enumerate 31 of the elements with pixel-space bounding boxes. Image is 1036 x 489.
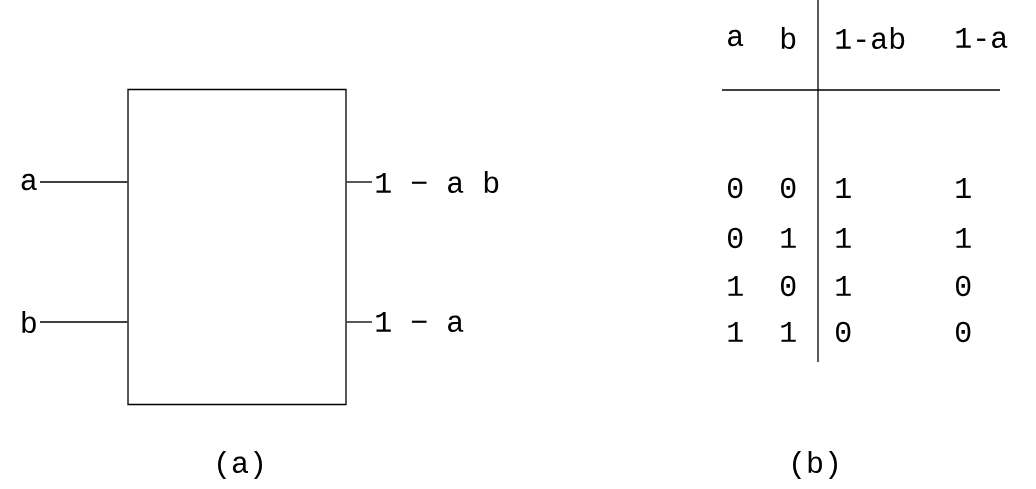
table-cell: 1 — [956, 228, 971, 248]
table-cell: 0 — [728, 177, 743, 199]
block-box — [127, 88, 347, 406]
table-cell: 1 — [781, 322, 796, 342]
table-cell: 1 — [836, 276, 851, 296]
table-cell: 1 — [836, 228, 851, 248]
table-cell: 1 — [781, 228, 796, 248]
signal-label: 1 − a — [376, 311, 464, 332]
table-cell: 0 — [956, 275, 971, 297]
signal-line — [346, 181, 373, 183]
signal-label: 1 − a b — [376, 171, 499, 193]
signal-line — [346, 321, 373, 323]
signal-label: a — [21, 173, 37, 191]
table-cell: 1 — [728, 322, 743, 342]
table-cell: 0 — [781, 177, 796, 199]
table-cell: 0 — [728, 227, 743, 249]
table-cell: 0 — [836, 321, 851, 343]
caption: (a) — [218, 451, 262, 479]
table-cell: 1 — [956, 178, 971, 198]
signal-label: b — [22, 311, 36, 333]
table-cell: 0 — [956, 321, 971, 343]
signal-line — [39, 181, 128, 183]
table-cell: 1-a — [956, 27, 1008, 49]
table-cell: b — [781, 27, 796, 49]
caption: (b) — [793, 451, 837, 479]
table-cell: 1 — [728, 276, 743, 296]
table-cell: 1 — [836, 178, 851, 198]
signal-line — [39, 321, 128, 323]
table-cell: 1-ab — [836, 27, 905, 49]
table-cell: 0 — [781, 275, 796, 297]
table-cell: a — [728, 29, 744, 47]
